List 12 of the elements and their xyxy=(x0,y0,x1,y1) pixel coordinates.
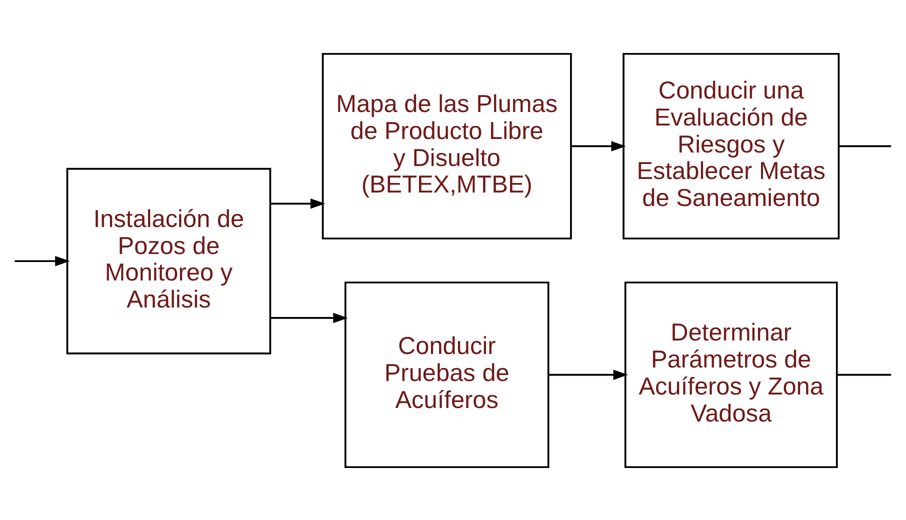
arrow xyxy=(548,369,628,380)
arrow xyxy=(270,198,326,208)
arrow xyxy=(14,255,70,266)
node-box: Mapa de las Plumas de Producto Libre y Disuelto (BETEX,MTBE) xyxy=(322,52,572,239)
node-box: Conducir una Evaluación de Riesgos y Establecer Metas de Saneamiento xyxy=(622,52,840,239)
connector xyxy=(839,144,892,147)
connector xyxy=(836,373,892,376)
node-box: Instalación de Pozos de Monitoreo y Análisis xyxy=(66,167,272,354)
arrow xyxy=(270,312,348,323)
arrow xyxy=(571,140,626,151)
node-box: Conducir Pruebas de Acuíferos xyxy=(344,281,550,468)
node-box: Determinar Parámetros de Acuíferos y Zona Vadosa xyxy=(624,281,838,468)
